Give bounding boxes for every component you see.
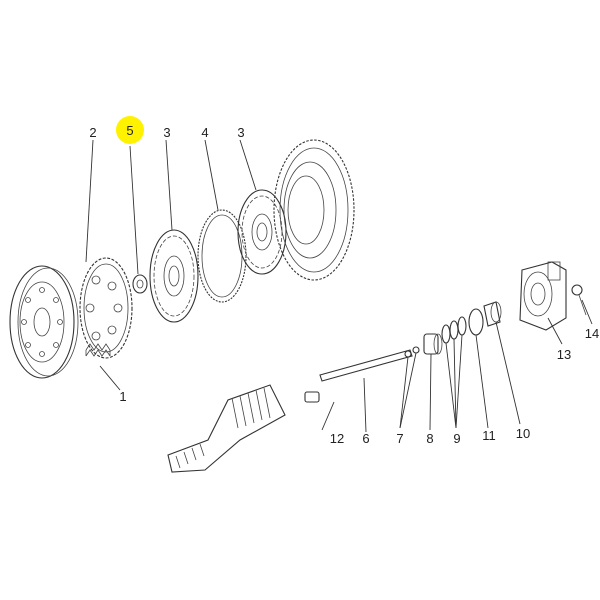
part-2-gear-plate [79, 257, 133, 359]
callout-10: 10 [516, 426, 530, 441]
callout-6: 6 [362, 431, 369, 446]
callout-14: 14 [585, 326, 599, 341]
callout-labels: 2 5 3 4 3 1 12 6 7 8 9 11 10 13 14 [89, 123, 599, 446]
callout-4: 4 [201, 125, 208, 140]
callout-13: 13 [557, 347, 571, 362]
part-14-screw [571, 284, 587, 316]
callout-11: 11 [482, 428, 496, 443]
part-3-friction-disc-left [149, 229, 199, 323]
callout-9: 9 [453, 431, 460, 446]
callout-3-left: 3 [163, 125, 170, 140]
part-13-housing [519, 261, 567, 331]
part-8-collar [423, 333, 443, 355]
callout-2: 2 [89, 125, 96, 140]
callout-5: 5 [126, 123, 133, 138]
part-11-snap-ring [468, 308, 484, 336]
part-5-bushing [132, 274, 148, 294]
part-3-friction-disc-right [237, 189, 287, 275]
splined-input-shaft [167, 384, 286, 473]
part-1-spring [85, 343, 111, 357]
callout-5-highlight [116, 116, 144, 144]
callout-8: 8 [426, 431, 433, 446]
part-1-flywheel [9, 265, 79, 379]
callout-12: 12 [330, 431, 344, 446]
part-12-plug [304, 391, 320, 403]
leader-lines [85, 139, 593, 433]
callout-1: 1 [119, 389, 126, 404]
part-10-sleeve [483, 301, 502, 327]
callout-7: 7 [396, 431, 403, 446]
callout-3-right: 3 [237, 125, 244, 140]
part-6-long-shaft [319, 349, 413, 382]
large-ring-gear [273, 139, 355, 281]
